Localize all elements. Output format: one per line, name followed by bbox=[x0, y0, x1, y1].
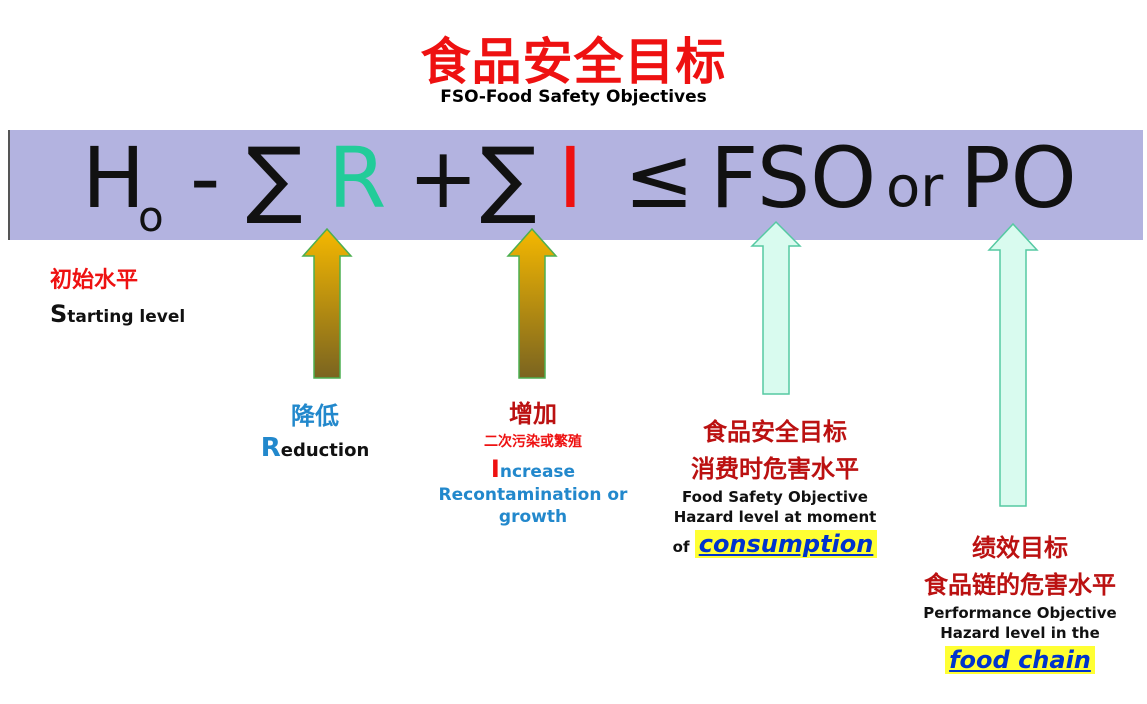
fso-label: 食品安全目标 消费时危害水平 Food Safety Objective Haz… bbox=[640, 412, 910, 558]
formula-fso: FSO bbox=[710, 129, 877, 227]
reduction-label: 降低 Reduction bbox=[240, 396, 390, 463]
reduction-initial: R bbox=[260, 433, 281, 463]
po-en1: Performance Objective bbox=[923, 604, 1117, 622]
formula-r: R bbox=[328, 129, 387, 227]
increase-arrow-icon bbox=[506, 227, 558, 379]
po-en3: food chain bbox=[895, 646, 1145, 674]
reduction-en: Reduction bbox=[240, 433, 390, 463]
increase-label: 增加 二次污染或繁殖 Increase Recontamination or g… bbox=[418, 394, 648, 527]
formula-sigma-increase: ∑ bbox=[480, 129, 537, 227]
increase-en-line1: Recontamination or bbox=[438, 485, 628, 505]
formula: H o - ∑ R + ∑ I ≤ FSO or PO bbox=[10, 130, 1140, 240]
reduction-cn: 降低 bbox=[291, 402, 339, 430]
increase-rest: ncrease bbox=[499, 462, 576, 482]
starting-level-en: Starting level bbox=[50, 300, 185, 328]
fso-en3-prefix: of bbox=[672, 538, 690, 556]
starting-level-initial: S bbox=[50, 300, 68, 328]
starting-level-cn: 初始水平 bbox=[50, 268, 139, 293]
fso-en3: of consumption bbox=[640, 530, 910, 558]
po-arrow-icon bbox=[987, 222, 1039, 507]
formula-i: I bbox=[558, 129, 583, 227]
fso-cn2: 消费时危害水平 bbox=[691, 455, 859, 483]
increase-en: Increase bbox=[418, 455, 648, 483]
po-cn2: 食品链的危害水平 bbox=[924, 571, 1116, 599]
diagram-subtitle: FSO-Food Safety Objectives bbox=[440, 87, 707, 107]
formula-band bbox=[8, 130, 1143, 240]
formula-sigma-reduction: ∑ bbox=[246, 129, 303, 227]
formula-po: PO bbox=[960, 129, 1077, 227]
fso-en2: Hazard level at moment bbox=[673, 508, 877, 526]
increase-cn-sub: 二次污染或繁殖 bbox=[484, 434, 582, 450]
po-label: 绩效目标 食品链的危害水平 Performance Objective Haza… bbox=[895, 528, 1145, 674]
fso-consumption-highlight: consumption bbox=[694, 530, 878, 558]
increase-initial: I bbox=[490, 455, 500, 483]
formula-h-subscript: o bbox=[138, 192, 164, 241]
formula-minus: - bbox=[190, 129, 221, 227]
fso-arrow-icon bbox=[750, 220, 802, 395]
increase-en-line2: growth bbox=[498, 507, 568, 527]
formula-leq: ≤ bbox=[624, 129, 695, 227]
po-cn1: 绩效目标 bbox=[972, 534, 1068, 562]
formula-h: H bbox=[82, 129, 146, 227]
po-food-chain-highlight: food chain bbox=[945, 646, 1095, 674]
reduction-arrow-icon bbox=[301, 227, 353, 379]
increase-cn: 增加 bbox=[509, 400, 557, 428]
fso-cn1: 食品安全目标 bbox=[703, 418, 847, 446]
po-en2: Hazard level in the bbox=[940, 624, 1100, 642]
fso-en1: Food Safety Objective bbox=[682, 488, 868, 506]
starting-level-label: 初始水平 Starting level bbox=[50, 262, 185, 328]
formula-or: or bbox=[886, 155, 944, 220]
formula-plus: + bbox=[408, 129, 479, 227]
reduction-rest: eduction bbox=[280, 440, 370, 461]
diagram-title: 食品安全目标 bbox=[420, 33, 727, 91]
starting-level-rest: tarting level bbox=[67, 307, 186, 327]
